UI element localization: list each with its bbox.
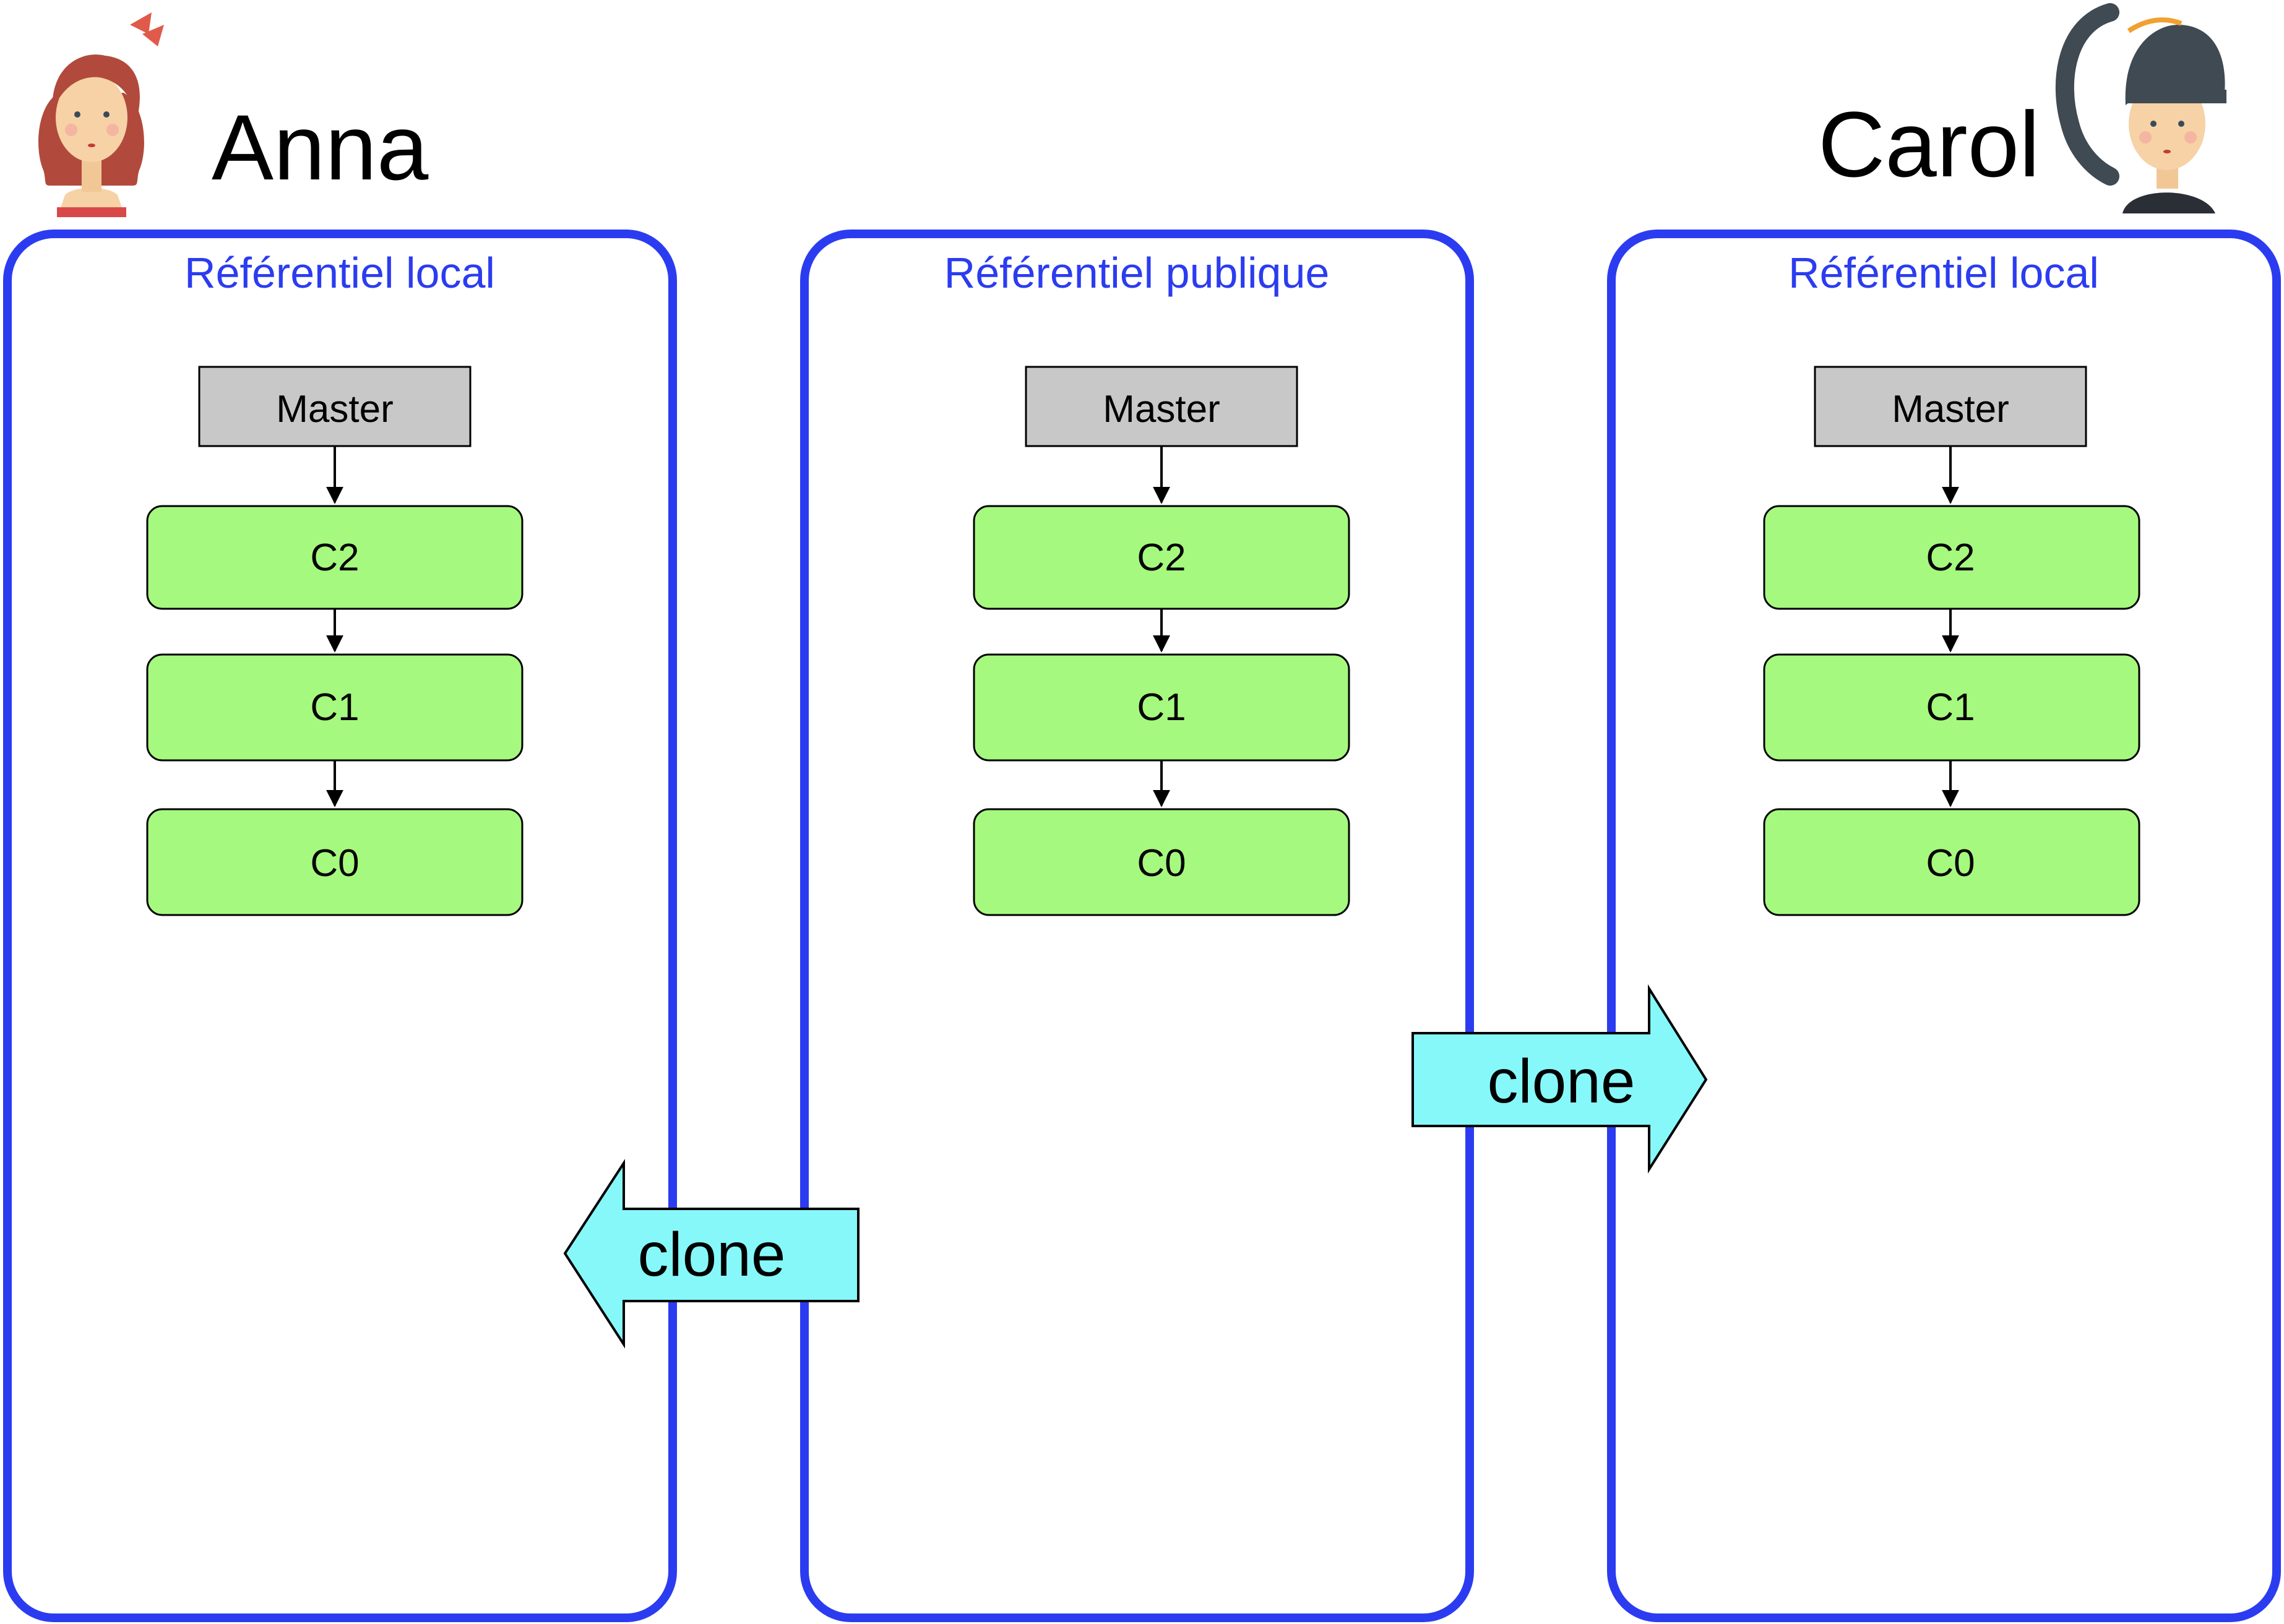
commit-label: C1 xyxy=(310,686,359,729)
branch-label: Master xyxy=(276,388,393,431)
commit-label: C2 xyxy=(1137,536,1186,579)
repo-anna-local: Référentiel local xyxy=(3,230,677,1622)
clone-arrow-to-anna: clone xyxy=(563,1159,860,1349)
commit-label: C0 xyxy=(1926,842,1975,885)
branch-label: Master xyxy=(1103,388,1220,431)
branch-master xyxy=(198,366,472,447)
clone-arrow-to-carol: clone xyxy=(1411,984,1708,1174)
commit-label: C0 xyxy=(1137,842,1186,885)
commit-c0 xyxy=(1763,808,2140,916)
commit-label: C1 xyxy=(1926,686,1975,729)
commit-label: C1 xyxy=(1137,686,1186,729)
clone-label: clone xyxy=(637,1220,785,1289)
carol-avatar xyxy=(2055,3,2226,213)
carol-name: Carol xyxy=(1818,92,2040,196)
repo-title: Référentiel local xyxy=(184,249,495,297)
anna-name: Anna xyxy=(212,95,429,199)
commit-c0 xyxy=(146,808,524,916)
repo-carol-local: Référentiel local xyxy=(1607,230,2281,1622)
branch-master xyxy=(1814,366,2087,447)
commit-c0 xyxy=(973,808,1350,916)
clone-label: clone xyxy=(1487,1047,1635,1116)
repo-title: Référentiel publique xyxy=(944,249,1330,297)
branch-master xyxy=(1025,366,1298,447)
commit-label: C2 xyxy=(1926,536,1975,579)
branch-label: Master xyxy=(1892,388,2009,431)
repo-public: Référentiel publique xyxy=(800,230,1474,1622)
commit-graph-public: Master C2 C1 C0 xyxy=(973,366,1350,916)
commit-label: C2 xyxy=(310,536,359,579)
commit-graph-carol: Master C2 C1 C0 xyxy=(1763,366,2140,916)
commit-label: C0 xyxy=(310,842,359,885)
anna-avatar xyxy=(38,12,164,217)
commit-graph-anna: Master C2 C1 C0 xyxy=(146,366,524,916)
repo-title: Référentiel local xyxy=(1788,249,2099,297)
